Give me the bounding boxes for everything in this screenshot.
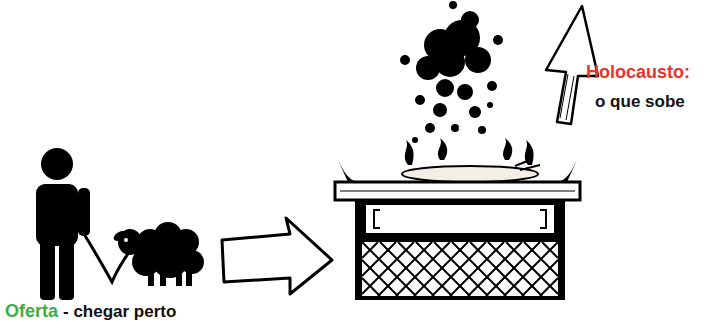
title-term: Holocausto: [586, 62, 690, 83]
term-meaning: - chegar perto [63, 302, 176, 322]
person-figure [36, 148, 90, 300]
term-meaning: o que sobe [595, 92, 685, 112]
smoke-cloud [400, 1, 503, 143]
flame-symbols [405, 138, 534, 165]
sheep-figure [112, 222, 204, 286]
offering-term: Oferta [5, 301, 58, 322]
altar-symbol [335, 160, 580, 300]
flow-arrow [222, 218, 332, 294]
